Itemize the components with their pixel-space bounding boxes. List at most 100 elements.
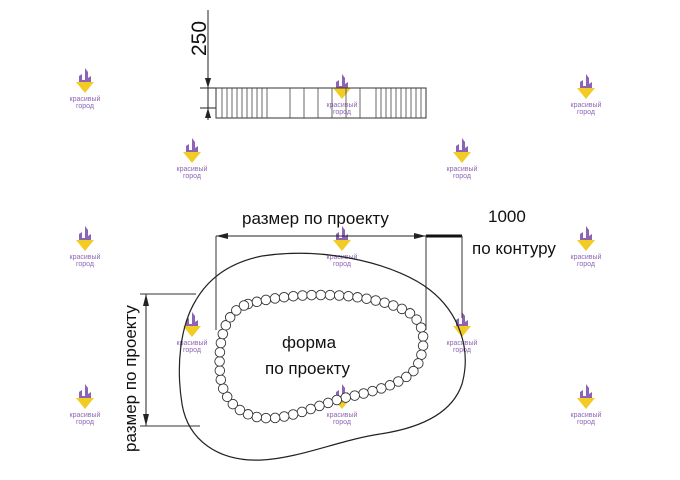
bead xyxy=(322,397,334,409)
logo-brand-line2: город xyxy=(76,103,94,110)
bead xyxy=(215,374,227,385)
bead xyxy=(251,411,263,423)
bead xyxy=(269,293,281,304)
bead xyxy=(238,300,250,311)
bead xyxy=(260,294,272,306)
logo-base-shape xyxy=(453,152,471,163)
side-dimension-label: размер по проекту xyxy=(121,305,140,452)
bead xyxy=(408,365,419,377)
logo-brand-line2: город xyxy=(577,419,595,426)
bead xyxy=(260,412,272,424)
bead xyxy=(224,312,236,323)
logo-towers-shape xyxy=(336,74,348,88)
bead xyxy=(349,390,360,401)
height-arrow-top xyxy=(205,78,211,88)
logo-brand-line1: красивый xyxy=(447,339,478,347)
logo-base-shape xyxy=(183,326,201,337)
logo-brand-line2: город xyxy=(577,109,595,116)
side-elevation-view: 250 xyxy=(188,10,427,120)
bead xyxy=(288,290,299,302)
logo-brand-line1: красивый xyxy=(571,411,602,419)
height-arrow-bottom xyxy=(205,108,211,118)
center-text-line1: форма xyxy=(282,333,337,352)
bead xyxy=(417,331,429,342)
bead xyxy=(314,400,325,412)
bead-form xyxy=(214,289,429,424)
bead xyxy=(340,392,351,403)
logo-brand-line2: город xyxy=(333,109,351,116)
logo-towers-shape xyxy=(186,312,198,326)
logo-towers-shape xyxy=(79,226,91,240)
bead xyxy=(361,293,372,304)
width-dimension: размер по проекту 1000 по контуру xyxy=(215,207,556,330)
bead xyxy=(296,406,308,418)
logo-base-shape xyxy=(453,326,471,337)
bead xyxy=(214,365,226,376)
bead xyxy=(231,305,242,316)
bead xyxy=(401,371,412,383)
logo-brand-line1: красивый xyxy=(177,165,208,173)
logo-base-shape xyxy=(76,82,94,93)
bead xyxy=(367,385,378,397)
logo-towers-shape xyxy=(79,384,91,398)
bead xyxy=(416,349,427,360)
center-text-line2: по проекту xyxy=(265,359,351,378)
side-arrow-bottom xyxy=(143,414,149,426)
bead xyxy=(217,328,229,340)
logo-base-shape xyxy=(183,152,201,163)
logo-brand-line1: красивый xyxy=(571,101,602,109)
logo-brand-line2: город xyxy=(333,419,351,426)
bead xyxy=(234,404,246,416)
logo-towers-shape xyxy=(186,138,198,152)
slab-outline xyxy=(215,87,427,119)
bead xyxy=(315,289,327,301)
width-dimension-label: размер по проекту xyxy=(242,209,389,228)
bead xyxy=(324,289,336,301)
logo-brand-line2: город xyxy=(183,347,201,354)
contour-offset-marker xyxy=(426,234,462,238)
logo-base-shape xyxy=(577,398,595,409)
bead xyxy=(417,340,429,351)
bead xyxy=(278,411,290,422)
bead xyxy=(297,290,308,301)
logo-brand-line1: красивый xyxy=(70,411,101,419)
bead xyxy=(352,292,363,303)
contour-label: по контуру xyxy=(472,239,556,258)
logo-brand-line1: красивый xyxy=(70,95,101,103)
bead xyxy=(220,320,232,331)
height-dimension-label: 250 xyxy=(188,21,211,56)
bead xyxy=(269,412,281,424)
logo-brand-line1: красивый xyxy=(447,165,478,173)
width-arrow-right xyxy=(414,233,426,239)
logo-base-shape xyxy=(76,240,94,251)
bead xyxy=(306,289,317,301)
logo-brand-line1: красивый xyxy=(571,253,602,261)
bead xyxy=(413,358,424,369)
logo-base-shape xyxy=(333,88,351,99)
logo-towers-shape xyxy=(79,68,91,82)
bead xyxy=(404,308,416,319)
logo-brand-line1: красивый xyxy=(327,101,358,109)
bead xyxy=(227,398,239,410)
bead xyxy=(214,356,225,367)
logo-towers-shape xyxy=(336,226,348,240)
logo-brand-line1: красивый xyxy=(327,411,358,419)
bead xyxy=(343,290,354,302)
bead xyxy=(411,314,422,325)
logo-towers-shape xyxy=(580,384,592,398)
logo-towers-shape xyxy=(580,226,592,240)
logo-brand-line2: город xyxy=(333,261,351,268)
bead xyxy=(278,291,290,303)
bead xyxy=(287,409,299,420)
logo-brand-line1: красивый xyxy=(177,339,208,347)
